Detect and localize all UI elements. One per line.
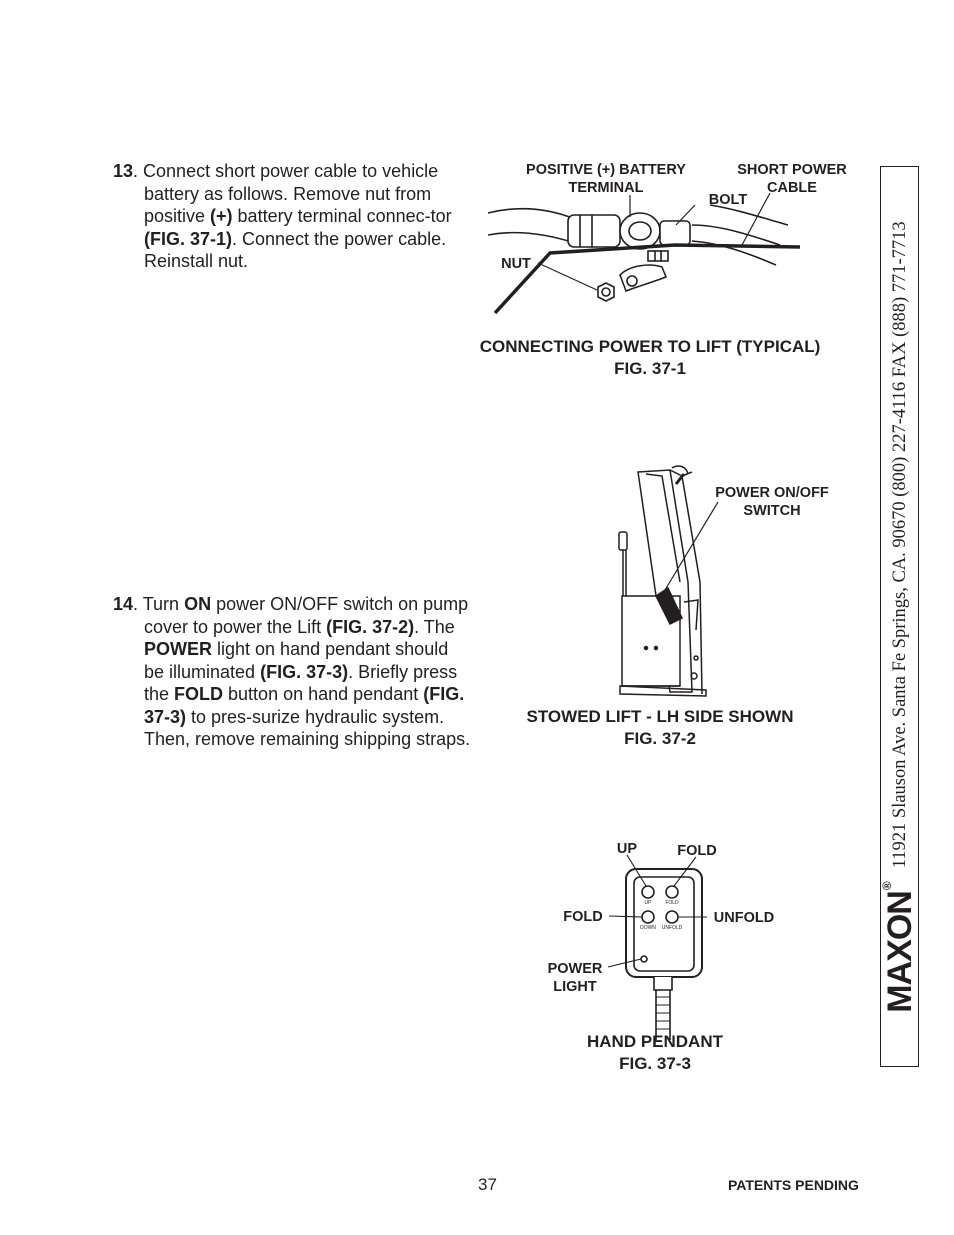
step-14-text: 14. Turn ON power ON/OFF switch on pump … xyxy=(113,594,471,749)
fig-37-3-caption: HAND PENDANT FIG. 37-3 xyxy=(555,1031,755,1075)
company-address: 11921 Slauson Ave. Santa Fe Springs, CA.… xyxy=(889,220,909,868)
fig-37-1-number: FIG. 37-1 xyxy=(614,359,686,378)
patents-pending: PATENTS PENDING xyxy=(728,1177,859,1193)
battery-terminal-illustration xyxy=(487,192,801,315)
label-positive-terminal: POSITIVE (+) BATTERY TERMINAL xyxy=(526,162,686,196)
sidebar-box: MAXON® 11921 Slauson Ave. Santa Fe Sprin… xyxy=(880,166,919,1067)
step-14: 14. Turn ON power ON/OFF switch on pump … xyxy=(113,593,471,751)
fig-37-2-caption: STOWED LIFT - LH SIDE SHOWN FIG. 37-2 xyxy=(490,706,830,750)
label-power-light: POWER LIGHT xyxy=(547,961,603,995)
pendant-button-fold-text: FOLD xyxy=(665,900,679,906)
label-bolt: BOLT xyxy=(708,192,748,208)
maxon-logo: MAXON® xyxy=(879,881,919,1013)
fig-37-3-title: HAND PENDANT xyxy=(587,1032,723,1051)
pendant-button-up-text: UP xyxy=(645,900,653,906)
fig-37-3-number: FIG. 37-3 xyxy=(619,1054,691,1073)
label-fold-top: FOLD xyxy=(677,843,717,859)
label-fold-left: FOLD xyxy=(563,909,603,925)
label-unfold: UNFOLD xyxy=(713,910,775,926)
step-13: 13. Connect short power cable to vehicle… xyxy=(113,160,463,273)
fig-37-2-title: STOWED LIFT - LH SIDE SHOWN xyxy=(526,707,794,726)
label-up: UP xyxy=(616,841,638,857)
label-nut: NUT xyxy=(501,256,531,272)
fig-37-1-caption: CONNECTING POWER TO LIFT (TYPICAL) FIG. … xyxy=(440,336,860,380)
label-power-switch: POWER ON/OFF SWITCH xyxy=(715,485,829,519)
stowed-lift-illustration xyxy=(618,465,719,697)
fig-37-2-number: FIG. 37-2 xyxy=(624,729,696,748)
label-short-power-cable: SHORT POWER CABLE xyxy=(737,162,847,196)
sidebar-content: MAXON® 11921 Slauson Ave. Santa Fe Sprin… xyxy=(879,220,919,1013)
step-13-text: 13. Connect short power cable to vehicle… xyxy=(113,161,452,271)
page-number: 37 xyxy=(478,1175,497,1194)
fig-37-1-title: CONNECTING POWER TO LIFT (TYPICAL) xyxy=(479,337,821,356)
pendant-button-unfold-text: UNFOLD xyxy=(662,925,683,931)
pendant-button-down-text: DOWN xyxy=(640,925,656,931)
hand-pendant-illustration: UP FOLD DOWN UNFOLD xyxy=(607,854,707,1040)
